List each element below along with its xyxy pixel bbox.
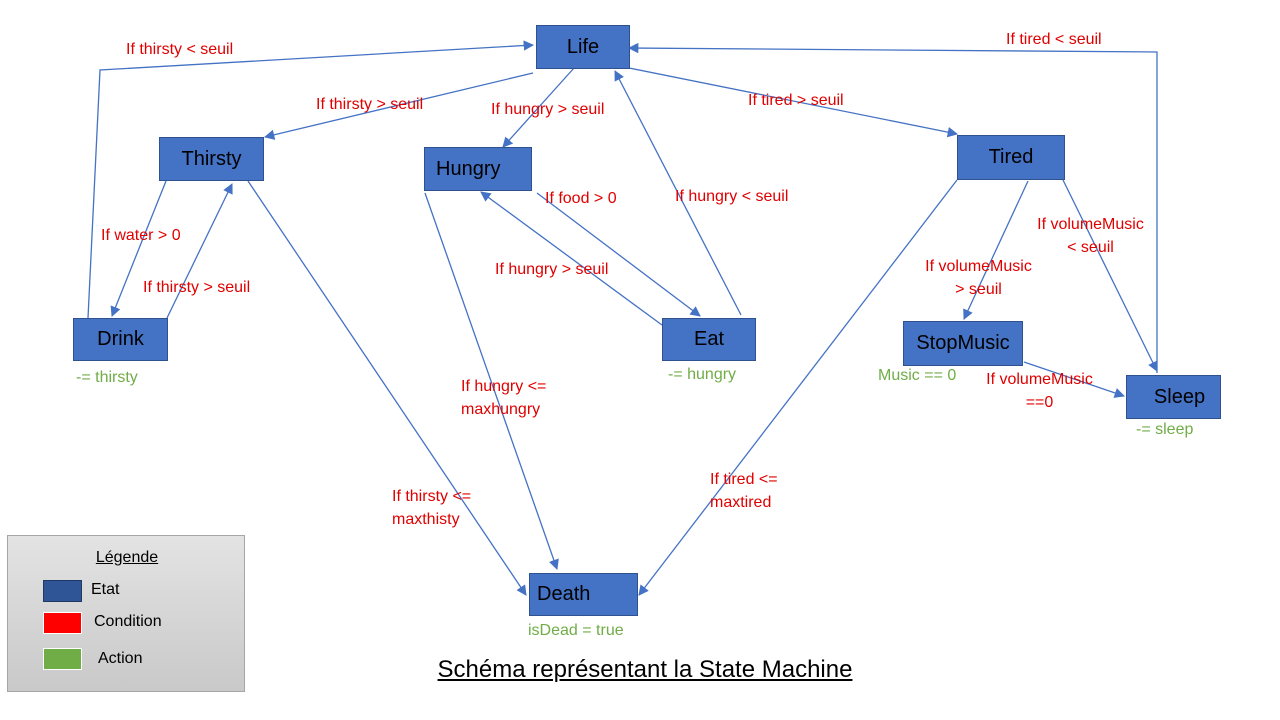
action-sleep: -= sleep — [1136, 421, 1194, 438]
action-eat: -= hungry — [668, 366, 737, 383]
condition-line: > seuil — [955, 281, 1002, 298]
condition-line: If tired <= — [710, 471, 778, 488]
legend-swatch-condition — [43, 612, 82, 634]
state-hungry: Hungry — [424, 147, 532, 191]
condition-drink-to-life: If thirsty < seuil — [126, 41, 234, 58]
state-eat: Eat — [662, 318, 756, 361]
state-sleep: Sleep — [1126, 375, 1221, 419]
legend: Légende Etat Condition Action — [7, 535, 245, 692]
condition-tired-to-stopmusic: If volumeMusic > seuil — [918, 255, 1039, 301]
state-tired: Tired — [957, 135, 1065, 180]
arrow-tired-to-death — [638, 179, 958, 596]
condition-hungry-to-death: If hungry <= maxhungry — [461, 375, 546, 421]
legend-swatch-etat — [43, 580, 82, 602]
condition-drink-to-thirsty: If thirsty > seuil — [143, 279, 251, 296]
arrow-stopmusic-to-sleep — [1023, 361, 1125, 398]
condition-line: If volumeMusic — [986, 371, 1093, 388]
arrow-thirsty-to-drink — [110, 180, 167, 317]
arrow-sleep-to-life — [627, 42, 1158, 373]
state-stopmusic: StopMusic — [903, 321, 1023, 366]
legend-label-action: Action — [98, 650, 143, 667]
action-stopmusic: Music == 0 — [878, 367, 957, 384]
arrow-life-to-tired — [628, 67, 959, 138]
state-death: Death — [529, 573, 638, 616]
condition-eat-to-hungry: If hungry > seuil — [495, 261, 609, 278]
condition-line: maxthisty — [392, 511, 460, 528]
condition-line: ==0 — [1025, 394, 1054, 411]
state-life: Life — [536, 25, 630, 69]
condition-hungry-to-eat: If food > 0 — [545, 190, 617, 207]
condition-life-to-thirsty: If thirsty > seuil — [316, 96, 424, 113]
legend-label-etat: Etat — [91, 581, 120, 598]
arrow-tired-to-stopmusic — [963, 180, 1029, 320]
arrow-thirsty-to-death — [247, 180, 527, 596]
arrow-drink-to-thirsty — [166, 183, 233, 319]
diagram-caption: Schéma représentant la State Machine — [437, 656, 853, 683]
arrow-eat-to-hungry — [480, 191, 663, 326]
condition-tired-to-death: If tired <= maxtired — [710, 468, 778, 514]
condition-tired-to-sleep: If volumeMusic < seuil — [1030, 213, 1151, 259]
legend-title: Légende — [95, 549, 159, 566]
condition-life-to-tired: If tired > seuil — [748, 92, 844, 109]
condition-line: If volumeMusic — [925, 258, 1032, 275]
condition-line: maxhungry — [461, 401, 541, 418]
condition-thirsty-to-drink: If water > 0 — [101, 227, 181, 244]
arrow-tired-to-sleep — [1062, 179, 1158, 372]
arrow-eat-to-life — [614, 70, 742, 316]
condition-line: < seuil — [1067, 239, 1114, 256]
condition-stopmusic-to-sleep: If volumeMusic ==0 — [979, 368, 1100, 414]
condition-line: If thirsty <= — [392, 488, 472, 505]
arrow-drink-to-life — [87, 40, 535, 319]
arrow-life-to-hungry — [502, 67, 575, 148]
arrow-life-to-thirsty — [263, 72, 534, 140]
condition-line: maxtired — [710, 494, 772, 511]
condition-life-to-hungry: If hungry > seuil — [491, 101, 605, 118]
legend-swatch-action — [43, 648, 82, 670]
condition-sleep-to-life: If tired < seuil — [1006, 31, 1102, 48]
legend-label-condition: Condition — [94, 613, 162, 630]
arrow-hungry-to-eat — [536, 192, 701, 317]
condition-thirsty-to-death: If thirsty <= maxthisty — [392, 485, 471, 531]
arrow-hungry-to-death — [424, 192, 559, 570]
condition-line: If hungry <= — [461, 378, 547, 395]
action-drink: -= thirsty — [76, 369, 138, 386]
state-drink: Drink — [73, 318, 168, 361]
condition-line: If volumeMusic — [1037, 216, 1144, 233]
condition-eat-to-life: If hungry < seuil — [675, 188, 789, 205]
state-thirsty: Thirsty — [159, 137, 264, 181]
action-death: isDead = true — [528, 622, 624, 639]
